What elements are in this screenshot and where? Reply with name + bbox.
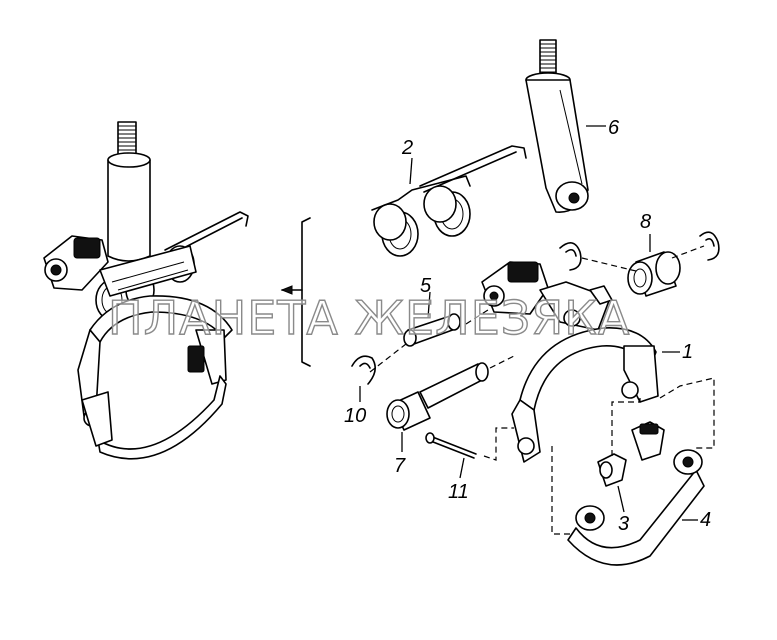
part-6-threaded-shaft xyxy=(525,39,589,213)
assembly-bracket xyxy=(280,217,311,367)
assembled-fork-arc xyxy=(77,295,233,460)
callout-2: 2 xyxy=(401,137,413,159)
callout-8: 8 xyxy=(640,211,651,233)
part-1-shift-fork xyxy=(481,261,659,463)
callout-10: 10 xyxy=(344,405,366,427)
part-2-torsion-spring xyxy=(371,145,527,257)
part-3-shoe-blocks xyxy=(597,421,665,487)
part-10-retaining-rings xyxy=(351,231,720,385)
assembled-threaded-stud xyxy=(107,121,151,262)
part-5-pin xyxy=(403,313,461,347)
part-7-headed-pin xyxy=(386,362,489,431)
assembled-lever-lug xyxy=(43,235,109,291)
assembled-spring-wire xyxy=(164,211,249,251)
callout-11: 11 xyxy=(448,481,469,503)
callout-leaders xyxy=(359,125,698,521)
part-4-clamp-strap xyxy=(567,449,705,566)
callout-3: 3 xyxy=(618,513,629,535)
callout-7: 7 xyxy=(394,455,406,477)
part-8-bushing xyxy=(627,251,681,297)
callout-5: 5 xyxy=(420,275,432,297)
callout-4: 4 xyxy=(700,509,711,531)
callout-1: 1 xyxy=(682,341,693,363)
part-11-cotter-pin xyxy=(425,432,477,459)
callout-6: 6 xyxy=(608,117,620,139)
assembly-dashed-lines xyxy=(369,245,715,535)
watermark-text: ПЛАНЕТА ЖЕЛЕЗЯКА xyxy=(108,291,630,345)
assembled-fork-unit xyxy=(43,121,249,460)
